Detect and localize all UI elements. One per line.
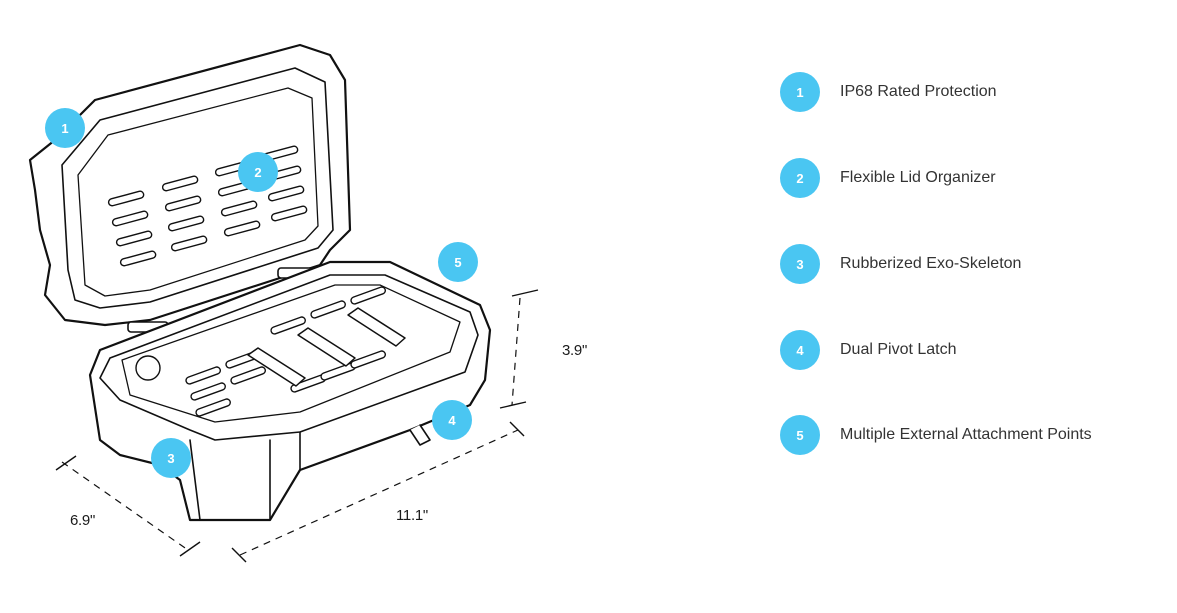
legend-label-5: Multiple External Attachment Points xyxy=(840,426,1092,443)
legend-badge-5: 5 xyxy=(780,415,820,455)
legend-item-4: 4 Dual Pivot Latch xyxy=(780,330,957,370)
height-dimension-line xyxy=(511,297,521,406)
case-illustration xyxy=(28,43,539,563)
callout-marker-5: 5 xyxy=(438,242,478,282)
height-dimension-label: 3.9" xyxy=(562,342,587,359)
legend-item-2: 2 Flexible Lid Organizer xyxy=(780,158,996,198)
legend-badge-4: 4 xyxy=(780,330,820,370)
width-dimension-label: 6.9" xyxy=(70,512,95,529)
callout-marker-1: 1 xyxy=(45,108,85,148)
legend-label-3: Rubberized Exo-Skeleton xyxy=(840,255,1022,272)
callout-marker-3: 3 xyxy=(151,438,191,478)
legend-badge-1: 1 xyxy=(780,72,820,112)
length-dimension-label: 11.1" xyxy=(396,507,428,524)
legend-item-1: 1 IP68 Rated Protection xyxy=(780,72,997,112)
legend-item-3: 3 Rubberized Exo-Skeleton xyxy=(780,244,1021,284)
legend-label-4: Dual Pivot Latch xyxy=(840,341,957,358)
legend-label-1: IP68 Rated Protection xyxy=(840,83,997,100)
legend-label-2: Flexible Lid Organizer xyxy=(840,169,996,186)
legend-badge-3: 3 xyxy=(780,244,820,284)
callout-marker-4: 4 xyxy=(432,400,472,440)
callout-marker-2: 2 xyxy=(238,152,278,192)
legend-item-5: 5 Multiple External Attachment Points xyxy=(780,415,1092,455)
legend-badge-2: 2 xyxy=(780,158,820,198)
